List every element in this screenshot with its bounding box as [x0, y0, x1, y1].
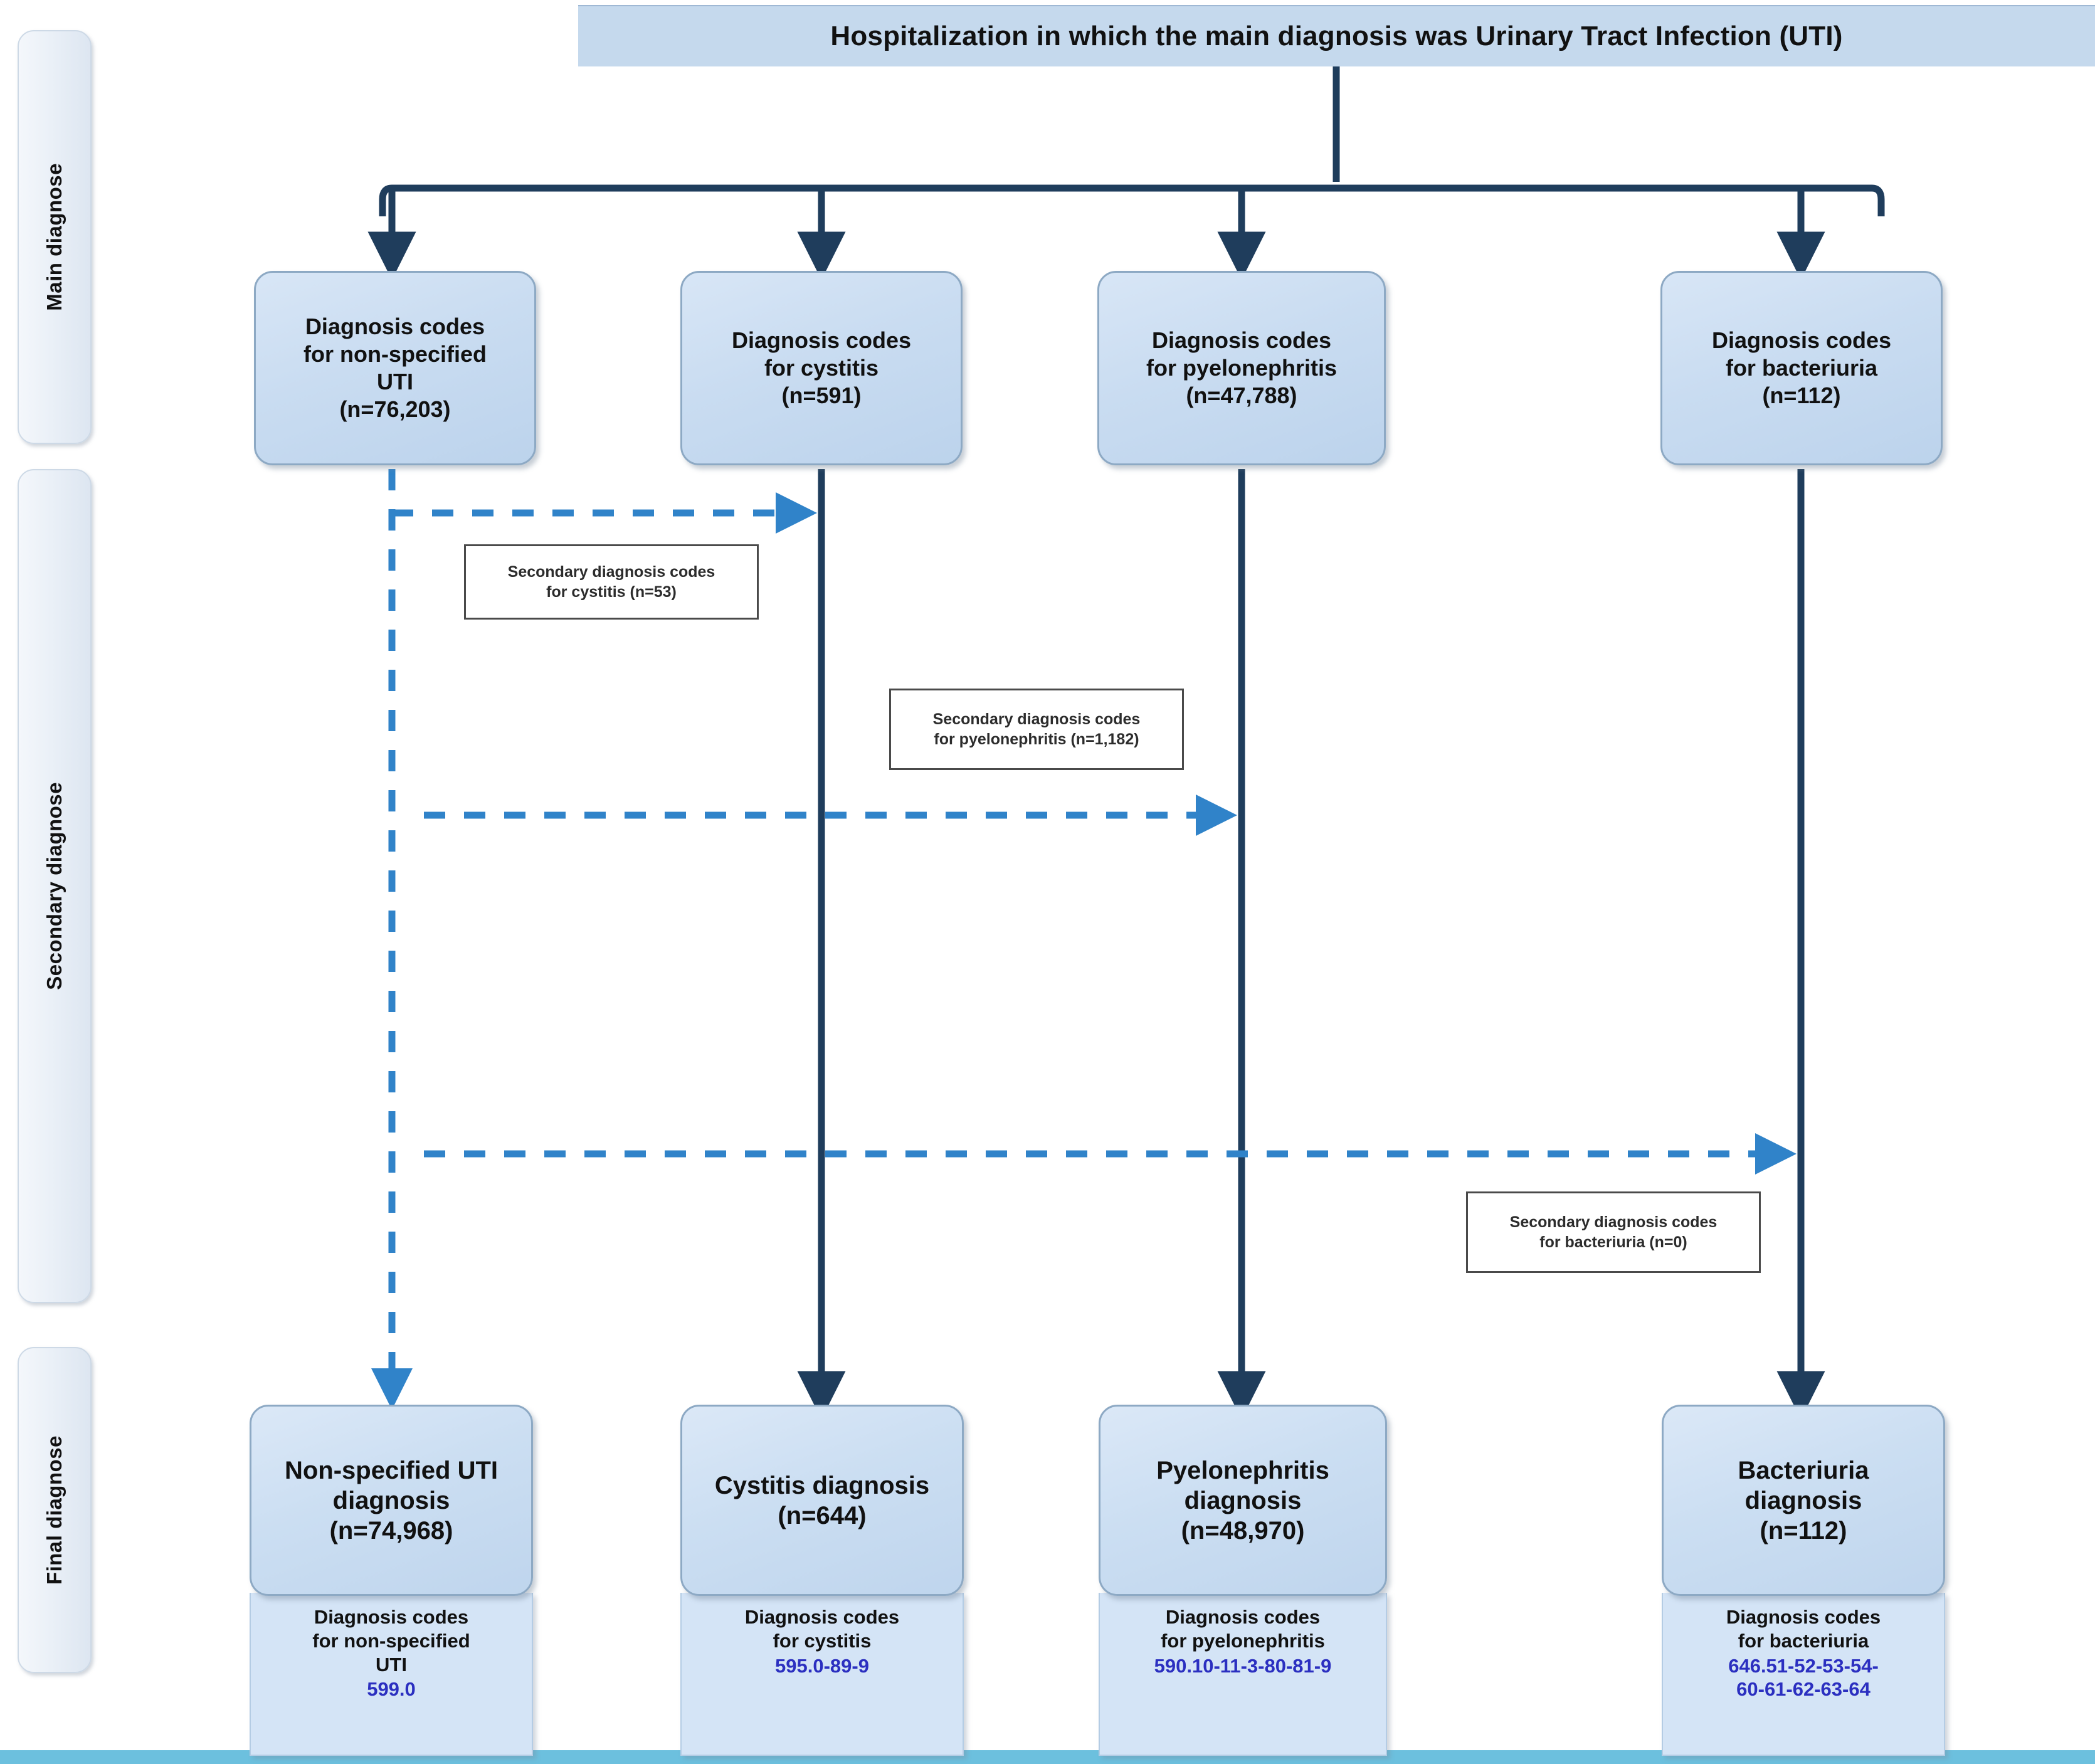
chart-title-text: Hospitalization in which the main diagno… [830, 21, 1843, 51]
final-box-cystitis-code-value: 595.0-89-9 [775, 1654, 869, 1677]
stage-label-final-diagnose: Final diagnose [18, 1347, 92, 1673]
stage-label-main-diagnose: Main diagnose [18, 30, 92, 444]
final-box-non-specified-uti-code-value: 599.0 [367, 1678, 416, 1701]
final-box-cystitis: Cystitis diagnosis(n=644) Diagnosis code… [680, 1405, 964, 1756]
final-box-bacteriuria-code-value: 646.51-52-53-54-60-61-62-63-64 [1728, 1654, 1879, 1701]
stage-label-secondary-diagnose-text: Secondary diagnose [43, 782, 66, 990]
final-box-pyelonephritis-code-value: 590.10-11-3-80-81-9 [1154, 1654, 1332, 1677]
final-box-cystitis-heading: Cystitis diagnosis(n=644) [714, 1471, 930, 1529]
final-box-cystitis-heading-panel: Cystitis diagnosis(n=644) [680, 1405, 964, 1596]
stage-label-final-diagnose-text: Final diagnose [43, 1435, 66, 1585]
stage-label-secondary-diagnose: Secondary diagnose [18, 469, 92, 1303]
chart-title-banner: Hospitalization in which the main diagno… [578, 5, 2095, 66]
main-trunk-connector [379, 66, 1885, 216]
stage-label-main-diagnose-text: Main diagnose [43, 163, 66, 311]
